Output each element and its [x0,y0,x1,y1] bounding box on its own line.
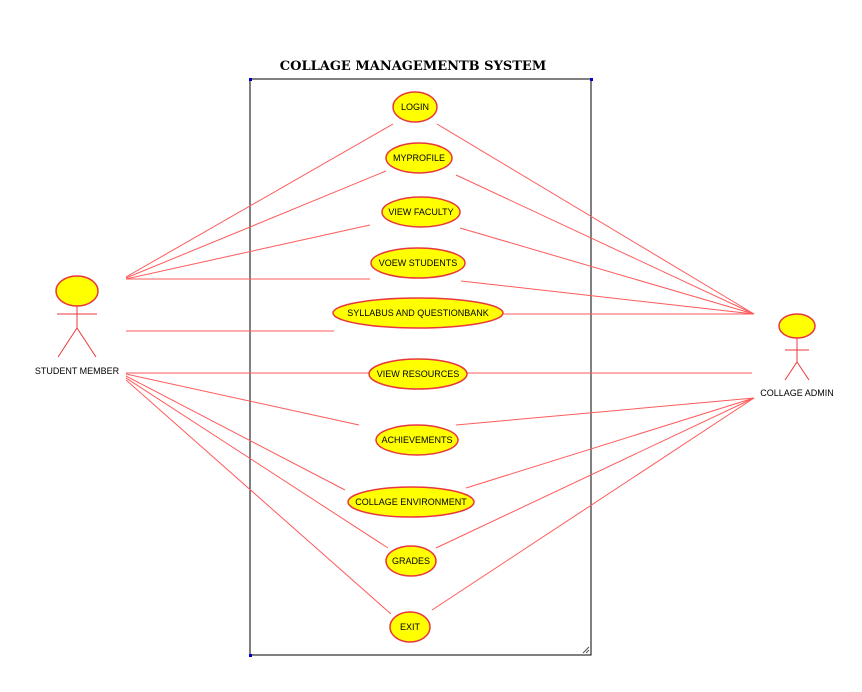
actor-right-leg [796,361,810,381]
use-case-achievements[interactable]: ACHIEVEMENTS [375,424,459,456]
use-case-label: MYPROFILE [393,153,445,163]
actor-left-leg [784,361,798,381]
association-admin-achievements [455,397,755,426]
association-student-view-faculty [125,224,371,280]
association-student-login [125,123,394,278]
use-case-collage-environment[interactable]: COLLAGE ENVIRONMENT [347,486,475,518]
use-case-label: LOGIN [401,102,429,112]
association-student-myprofile [125,170,387,279]
association-student-exit [125,379,392,615]
association-student-grades [125,377,389,549]
use-case-label: ACHIEVEMENTS [381,435,452,445]
association-admin-voew-students [460,280,755,315]
diagram-title: COLLAGE MANAGEMENTB SYSTEM [280,59,546,74]
use-case-label: SYLLABUS AND QUESTIONBANK [347,308,489,318]
boundary-corner-marker [590,78,593,81]
actor-label: STUDENT MEMBER [35,366,120,376]
use-case-ellipse [381,196,461,228]
use-case-ellipse [392,91,438,123]
association-student-collage-environment [125,375,346,491]
use-case-label: EXIT [400,622,421,632]
use-case-label: COLLAGE ENVIRONMENT [355,497,467,507]
association-admin-grades [435,397,755,549]
use-case-ellipse [368,358,468,390]
actor-label: COLLAGE ADMIN [760,388,834,398]
use-case-ellipse [385,142,453,174]
use-case-login[interactable]: LOGIN [392,91,438,123]
boundary-corner-marker [249,654,252,657]
use-case-grades[interactable]: GRADES [385,545,437,577]
use-case-ellipse [375,424,459,456]
actor-left-leg [57,327,78,358]
association-admin-exit [431,397,755,611]
association-admin-view-faculty [459,227,755,315]
association-admin-collage-environment [465,397,755,489]
association-admin-myprofile [455,174,755,315]
use-cases: LOGIN MYPROFILE VIEW FACULTY VOEW STUDENTS S… [332,91,504,643]
system-boundary [249,78,592,656]
resize-grip [582,646,590,654]
association-admin-login [436,123,755,315]
actor-head [778,313,816,339]
actor-admin[interactable]: COLLAGE ADMIN [760,313,834,398]
use-case-label: VIEW RESOURCES [377,369,460,379]
use-case-ellipse [370,247,466,279]
use-case-view-faculty[interactable]: VIEW FACULTY [381,196,461,228]
use-case-ellipse [389,611,431,643]
use-case-label: GRADES [392,556,430,566]
use-case-voew-students[interactable]: VOEW STUDENTS [370,247,466,279]
use-case-ellipse [347,486,475,518]
actor-student[interactable]: STUDENT MEMBER [35,275,120,376]
actor-right-leg [76,327,97,358]
use-case-label: VOEW STUDENTS [379,258,458,268]
use-case-ellipse [332,297,504,329]
association-student-achievements [125,373,360,426]
actors: STUDENT MEMBER COLLAGE ADMIN [35,275,834,398]
use-case-view-resources[interactable]: VIEW RESOURCES [368,358,468,390]
use-case-syllabus[interactable]: SYLLABUS AND QUESTIONBANK [332,297,504,329]
use-case-ellipse [385,545,437,577]
use-case-myprofile[interactable]: MYPROFILE [385,142,453,174]
actor-head [55,275,99,307]
association-lines [125,123,755,615]
use-case-exit[interactable]: EXIT [389,611,431,643]
boundary-corner-marker [249,78,252,81]
use-case-label: VIEW FACULTY [388,207,453,217]
